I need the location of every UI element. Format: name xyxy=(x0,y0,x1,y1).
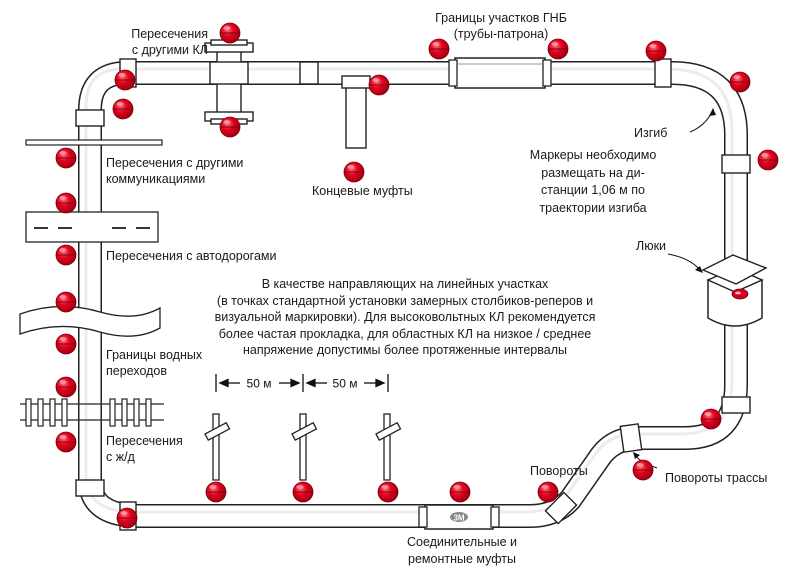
leader-route-turns-arrow xyxy=(633,452,640,459)
label-route-turns: Повороты трассы xyxy=(665,471,768,485)
marker xyxy=(55,147,77,169)
distance-dimension-1 xyxy=(215,374,304,392)
collar-right-top xyxy=(721,154,751,174)
marker xyxy=(449,481,471,503)
label-joint-sleeves: Соединительные и ремонтные муфты xyxy=(406,535,518,566)
cable-crossing-fitting xyxy=(204,39,254,125)
marker xyxy=(428,38,450,60)
collar-turn-upper xyxy=(619,423,643,453)
label-intersections-roads: Пересечения с автодорогами xyxy=(106,249,277,263)
marker xyxy=(205,481,227,503)
marker xyxy=(112,98,134,120)
label-bend-markers: Маркеры необходимо размещать на ди- стан… xyxy=(529,148,657,215)
marker xyxy=(55,333,77,355)
leader-bend xyxy=(689,111,713,133)
marker xyxy=(729,71,751,93)
marker xyxy=(757,149,779,171)
label-end-sleeves: Концевые муфты xyxy=(312,184,413,198)
label-intersections-rail: Пересечения с ж/д xyxy=(106,434,183,464)
pipe-collars xyxy=(75,58,751,531)
leader-bend-arrow xyxy=(709,108,716,116)
leader-hatch-arrow xyxy=(695,266,703,273)
label-hatches: Люки xyxy=(636,239,667,253)
marker xyxy=(116,507,138,529)
collar-turn-lower xyxy=(544,491,578,525)
marker xyxy=(219,116,241,138)
marker xyxy=(55,431,77,453)
marker xyxy=(377,481,399,503)
benchmark-post-2 xyxy=(291,413,318,481)
hatch-box xyxy=(701,254,768,327)
collar-top-right xyxy=(654,58,672,88)
leader-lines xyxy=(633,108,716,469)
marker xyxy=(343,161,365,183)
marker xyxy=(55,376,77,398)
label-hdd-boundaries: Границы участков ГНБ (трубы-патрона) xyxy=(435,11,567,41)
sleeve-logo: 3M xyxy=(453,514,464,523)
end-sleeves xyxy=(299,61,371,149)
label-intersections-kl: Пересечения с другими КЛ xyxy=(131,27,208,57)
crossing-railway xyxy=(20,398,164,427)
label-bend: Изгиб xyxy=(634,126,668,140)
crossing-road xyxy=(25,211,159,243)
distance-dimension-2 xyxy=(305,374,389,392)
marker xyxy=(632,459,654,481)
marker xyxy=(537,481,559,503)
marker xyxy=(55,192,77,214)
label-water-boundaries: Границы водных переходов xyxy=(106,348,203,378)
collar-left-bottom xyxy=(75,479,105,497)
label-intersections-comm: Пересечения с другими коммуникациями xyxy=(106,156,244,186)
collar-left-top xyxy=(75,109,105,127)
hdd-casing-pipe xyxy=(448,57,552,89)
marker xyxy=(55,291,77,313)
marker xyxy=(219,22,241,44)
marker xyxy=(700,408,722,430)
joint-sleeve: 3M xyxy=(418,504,500,530)
crossing-utility-line xyxy=(25,139,163,146)
marker xyxy=(547,38,569,60)
distance-label-1: 50 м xyxy=(247,377,272,391)
marker xyxy=(645,40,667,62)
distance-label-2: 50 м xyxy=(333,377,358,391)
label-turns: Повороты xyxy=(530,464,588,478)
marker xyxy=(368,74,390,96)
marker xyxy=(55,244,77,266)
guidance-note: В качестве направляющих на линейных учас… xyxy=(214,277,596,358)
benchmark-post-1 xyxy=(204,413,231,481)
marker xyxy=(114,69,136,91)
collar-right-bottom xyxy=(721,396,751,414)
marker xyxy=(292,481,314,503)
leader-hatch xyxy=(667,253,701,271)
benchmark-post-3 xyxy=(375,413,402,481)
